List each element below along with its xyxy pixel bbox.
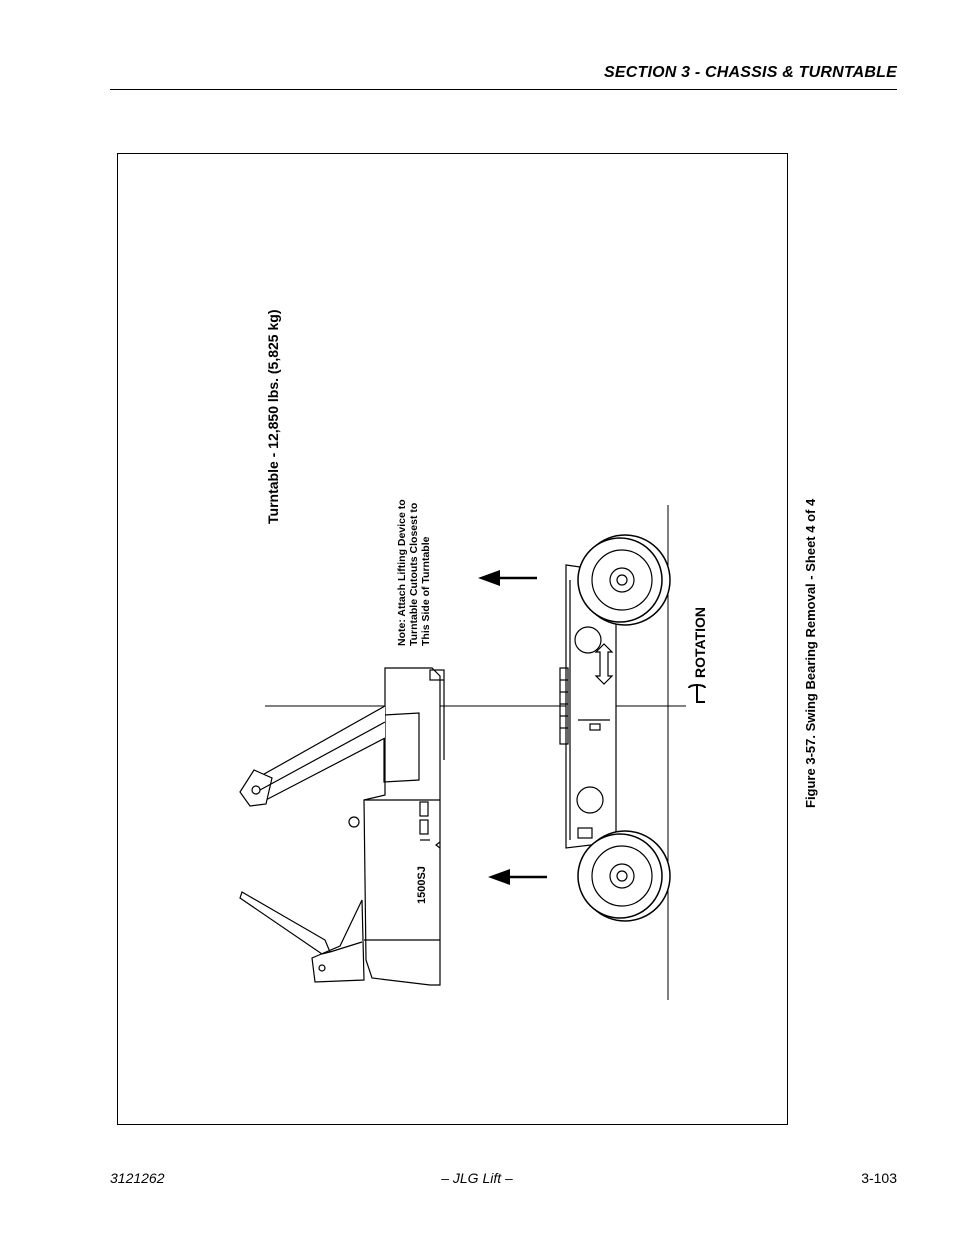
boom (239, 705, 386, 807)
note-label: Note: Attach Lifting Device to Turntable… (396, 499, 432, 646)
note-line: Turntable Cutouts Closest to (408, 502, 420, 646)
chassis-frame (559, 564, 617, 849)
jib-arm (239, 891, 365, 983)
rotation-label: ROTATION (692, 606, 708, 678)
wheel-right (577, 830, 671, 922)
section-title: SECTION 3 - CHASSIS & TURNTABLE (603, 64, 897, 81)
footer-center: – JLG Lift – (441, 1170, 513, 1186)
header-rule (110, 89, 897, 90)
wheel-left (577, 534, 671, 626)
footer-doc-number: 3121262 (110, 1170, 165, 1186)
lift-arrows (498, 576, 547, 879)
double-arrow (594, 643, 614, 685)
model-label: 1500SJ (416, 866, 428, 904)
note-line: Note: Attach Lifting Device to (396, 499, 408, 646)
weight-label: Turntable - 12,850 lbs. (5,825 kg) (265, 309, 281, 524)
centerline-symbol-icon (688, 684, 706, 703)
figure-caption: Figure 3-57. Swing Bearing Removal - She… (803, 498, 818, 808)
figure-frame (117, 153, 788, 1125)
footer-page-number: 3-103 (861, 1170, 897, 1186)
note-line: This Side of Turntable (420, 536, 432, 646)
turntable-body (348, 667, 445, 986)
